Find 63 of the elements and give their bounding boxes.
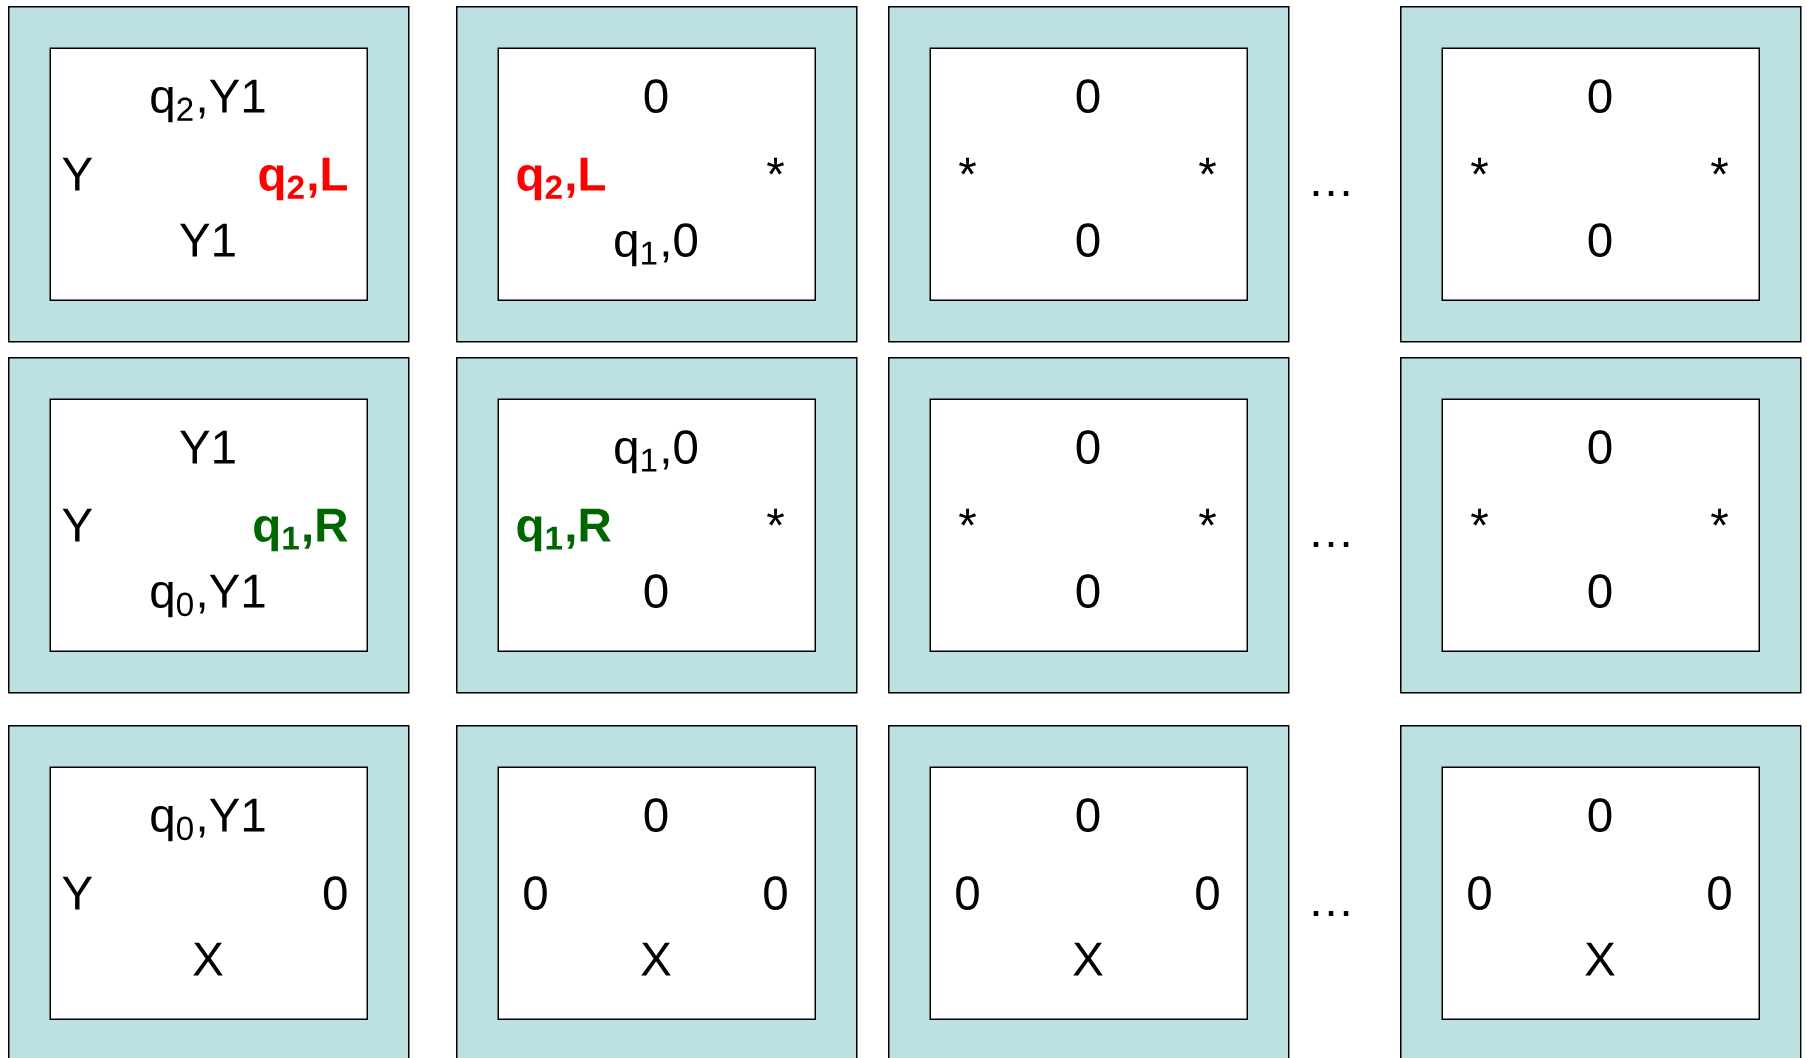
tile-label: 0 [1076, 79, 1100, 113]
tile-box [1441, 47, 1760, 301]
tile-box [929, 398, 1248, 652]
tile-label: 0 [1076, 574, 1100, 608]
tile-label: 0 [1708, 876, 1731, 910]
tile-label: Y1 [180, 430, 235, 464]
tile-label: * [1199, 508, 1216, 526]
tile-label: X [1073, 942, 1103, 976]
tile-label: 0 [1588, 430, 1612, 464]
tile-label: 0 [1076, 223, 1100, 257]
tile-label: q$_{2}$,Y1 [151, 79, 265, 123]
tile-label: q$_{2}$,L [517, 157, 605, 201]
tile-label: * [1199, 157, 1216, 175]
tile-label: * [767, 508, 784, 526]
tile-label: 0 [1588, 79, 1612, 113]
tile-label: 0 [644, 79, 668, 113]
tile-label: Y [62, 157, 93, 191]
tile-label: 0 [323, 876, 347, 910]
tile-label: q$_{1}$,R [517, 508, 611, 552]
tile-label: * [767, 157, 784, 175]
tile-label: Y [62, 508, 93, 542]
tile-label: q$_{2}$,L [259, 157, 347, 201]
tile-label: 0 [644, 574, 668, 608]
tile-label: 0 [1076, 430, 1100, 464]
tile-label: q$_{1}$,0 [615, 430, 698, 474]
tile-label: 0 [1588, 223, 1612, 257]
tile-label: 0 [644, 798, 668, 832]
tile-box [497, 47, 816, 301]
tile-label: q$_{0}$,Y1 [151, 574, 265, 618]
tile-label: * [1711, 508, 1728, 526]
tile-box [497, 398, 816, 652]
ellipsis: … [1313, 910, 1349, 916]
tile-label: 0 [524, 876, 547, 910]
tile-label: 0 [1196, 876, 1219, 910]
tile-label: X [1585, 942, 1615, 976]
ellipsis: … [1313, 541, 1349, 547]
tile-label: 0 [1076, 798, 1100, 832]
tile-label: Y1 [180, 223, 235, 257]
tile-label: 0 [764, 876, 787, 910]
tile-box [49, 47, 368, 301]
tile-box [497, 766, 816, 1020]
tile-label: * [1711, 157, 1728, 175]
tile-label: 0 [1588, 574, 1612, 608]
tile-box [1441, 398, 1760, 652]
tile-label: X [193, 942, 223, 976]
tile-label: * [959, 157, 976, 175]
tile-label: * [959, 508, 976, 526]
tile-box [49, 398, 368, 652]
ellipsis: … [1313, 190, 1349, 196]
tile-label: 0 [1468, 876, 1491, 910]
tile-label: q$_{1}$,R [254, 508, 348, 552]
tile-box [49, 766, 368, 1020]
tile-label: 0 [956, 876, 979, 910]
tile-box [929, 766, 1248, 1020]
tile-label: q$_{1}$,0 [615, 223, 698, 267]
tile-label: X [641, 942, 671, 976]
tile-box [1441, 766, 1760, 1020]
tile-label: * [1471, 508, 1488, 526]
tile-label: * [1471, 157, 1488, 175]
tile-label: Y [62, 876, 93, 910]
tile-label: q$_{0}$,Y1 [151, 798, 265, 842]
tile-box [929, 47, 1248, 301]
tile-label: 0 [1588, 798, 1612, 832]
